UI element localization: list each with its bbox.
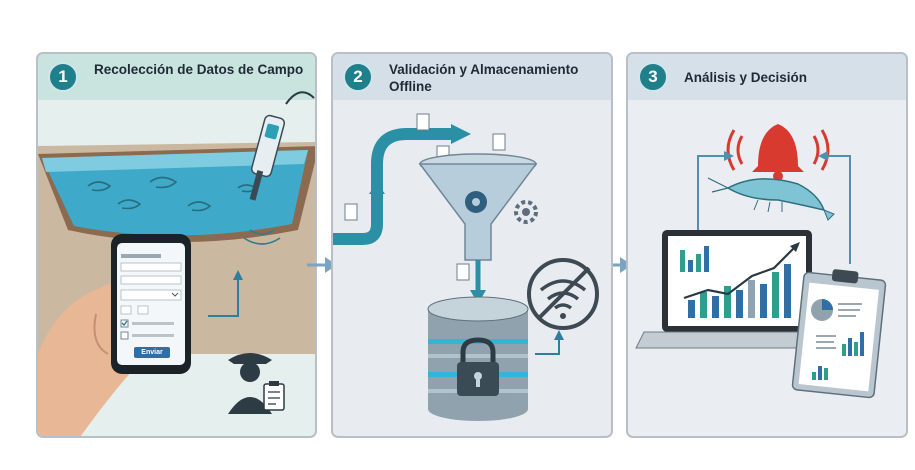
bar-chart-icon — [680, 246, 791, 318]
panel-header: 2 Validación y Almacenamiento Offline — [333, 54, 611, 100]
pond-water — [42, 150, 308, 236]
panel-data-collection: 1 Recolección de Datos de Campo — [36, 52, 317, 438]
report-clipboard-icon — [791, 269, 887, 399]
water-sensor-probe-icon — [243, 91, 315, 245]
gear-icon — [514, 200, 538, 224]
trend-line-icon — [683, 245, 797, 300]
shrimp-icon — [87, 176, 258, 212]
panel-validation-storage: 2 Validación y Almacenamiento Offline — [331, 52, 613, 438]
field-collection-illustration — [38, 91, 315, 436]
analysis-illustration — [635, 124, 887, 399]
no-wifi-icon — [527, 258, 599, 330]
step-number-badge: 3 — [638, 62, 668, 92]
shrimp-icon — [707, 177, 835, 221]
submit-button — [134, 347, 170, 358]
panel-analysis-decision: 3 Análisis y Decisión — [626, 52, 908, 438]
smartphone-icon — [111, 234, 191, 374]
step-title: Validación y Almacenamiento Offline — [389, 62, 579, 94]
lock-icon — [457, 337, 499, 396]
panel-header: 1 Recolección de Datos de Campo — [38, 54, 315, 100]
field-worker-icon — [228, 353, 285, 414]
database-icon — [427, 296, 529, 421]
submit-button-label: Enviar — [141, 349, 163, 356]
alert-bell-icon — [726, 124, 830, 181]
step-title: Recolección de Datos de Campo — [94, 62, 304, 77]
laptop-icon — [635, 230, 839, 349]
validation-storage-illustration — [333, 113, 599, 421]
step-number-badge: 2 — [343, 62, 373, 92]
step-number-badge: 1 — [48, 62, 78, 92]
filter-funnel-icon — [418, 153, 538, 261]
step-title: Análisis y Decisión — [684, 70, 808, 85]
panel-header: 3 Análisis y Decisión — [628, 54, 906, 100]
data-stream-icon — [333, 128, 453, 245]
